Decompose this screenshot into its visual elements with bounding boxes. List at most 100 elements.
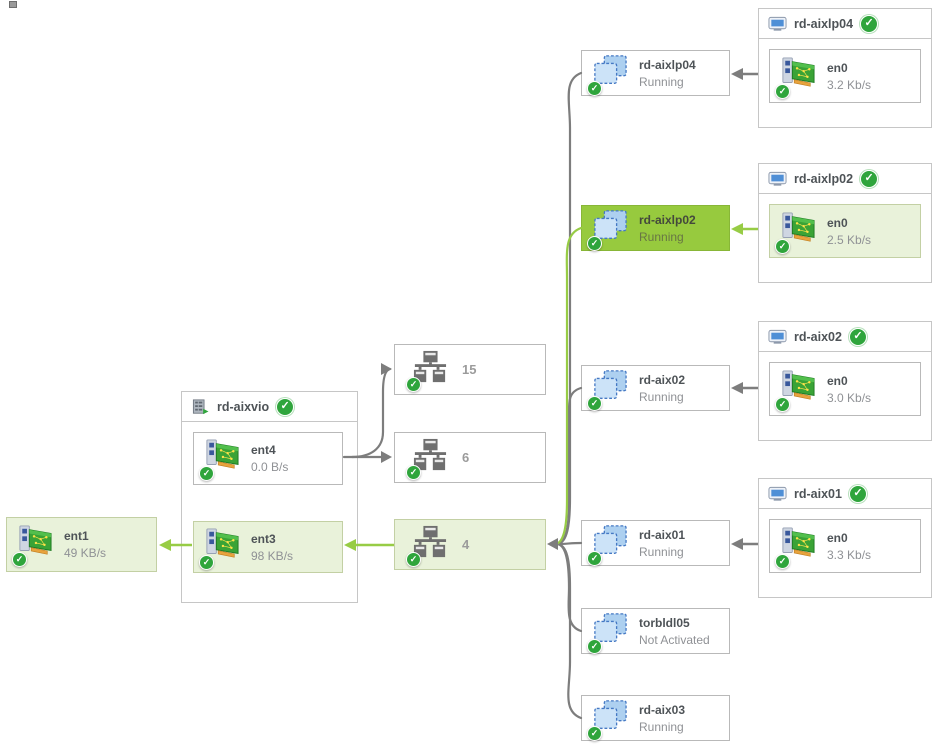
status-ok-icon bbox=[587, 395, 602, 411]
stray-toolbar-icon bbox=[9, 1, 17, 8]
network-node-4[interactable]: 4 bbox=[394, 519, 546, 570]
partition-name: rd-aix03 bbox=[639, 702, 686, 717]
status-ok-icon bbox=[775, 238, 790, 254]
host-header[interactable]: rd-aixlp02 bbox=[759, 164, 931, 194]
status-ok-icon bbox=[587, 725, 602, 741]
network-label: 15 bbox=[462, 362, 477, 377]
nic-icon bbox=[199, 439, 241, 481]
status-ok-icon bbox=[860, 169, 879, 188]
status-ok-icon bbox=[775, 553, 790, 569]
host-container-rd-aixlp04: rd-aixlp04 en0 3.2 Kb/s bbox=[758, 8, 932, 128]
adapter-rate: 2.5 Kb/s bbox=[827, 232, 872, 247]
status-ok-icon bbox=[587, 638, 602, 654]
adapter-node-ent4[interactable]: ent4 0.0 B/s bbox=[193, 432, 343, 485]
partition-node-torbldl05[interactable]: torbldl05 Not Activated bbox=[581, 608, 730, 654]
status-ok-icon bbox=[199, 554, 214, 570]
status-ok-icon bbox=[860, 14, 879, 33]
host-header[interactable]: rd-aix01 bbox=[759, 479, 931, 509]
partition-name: rd-aixlp02 bbox=[639, 212, 696, 227]
adapter-node-ent1[interactable]: ent1 49 KB/s bbox=[6, 517, 157, 572]
partition-status: Not Activated bbox=[639, 632, 710, 647]
partition-node-rd-aixlp04[interactable]: rd-aixlp04 Running bbox=[581, 50, 730, 96]
adapter-name: ent4 bbox=[251, 443, 276, 457]
partition-icon bbox=[587, 369, 629, 411]
host-title: rd-aix02 bbox=[794, 329, 842, 344]
adapter-node-en0[interactable]: en0 2.5 Kb/s bbox=[769, 204, 921, 258]
network-label: 4 bbox=[462, 537, 470, 552]
partition-status: Running bbox=[639, 544, 684, 559]
status-ok-icon bbox=[587, 235, 602, 251]
host-container-rd-aix01: rd-aix01 en0 3.3 Kb/s bbox=[758, 478, 932, 598]
status-ok-icon bbox=[848, 327, 867, 346]
partition-icon bbox=[587, 699, 629, 741]
adapter-name: en0 bbox=[827, 373, 848, 388]
partition-node-rd-aixlp02[interactable]: rd-aixlp02 Running bbox=[581, 205, 730, 251]
adapter-node-en0[interactable]: en0 3.2 Kb/s bbox=[769, 49, 921, 103]
network-icon bbox=[406, 438, 450, 480]
arrowhead-into-network-4 bbox=[547, 538, 558, 550]
host-header[interactable]: rd-aix02 bbox=[759, 322, 931, 352]
network-node-15[interactable]: 15 bbox=[394, 344, 546, 395]
status-ok-icon bbox=[775, 83, 790, 99]
host-header[interactable]: rd-aixlp04 bbox=[759, 9, 931, 39]
vio-container-rd-aixvio: rd-aixvio ent4 0.0 B/s ent3 98 KB/s bbox=[181, 391, 358, 603]
nic-icon bbox=[199, 528, 241, 570]
partition-status: Running bbox=[639, 74, 684, 89]
adapter-name: en0 bbox=[827, 60, 848, 75]
status-ok-icon bbox=[406, 552, 421, 567]
partition-icon bbox=[587, 209, 629, 251]
status-ok-icon bbox=[406, 377, 421, 392]
nic-icon bbox=[775, 527, 817, 569]
partition-icon bbox=[587, 524, 629, 566]
partition-node-rd-aix03[interactable]: rd-aix03 Running bbox=[581, 695, 730, 741]
adapter-node-en0[interactable]: en0 3.3 Kb/s bbox=[769, 519, 921, 573]
status-ok-icon bbox=[775, 396, 790, 412]
adapter-rate: 3.2 Kb/s bbox=[827, 77, 872, 92]
network-node-6[interactable]: 6 bbox=[394, 432, 546, 483]
adapter-name: en0 bbox=[827, 530, 848, 545]
network-icon bbox=[406, 525, 450, 567]
partition-status: Running bbox=[639, 719, 684, 734]
adapter-node-en0[interactable]: en0 3.0 Kb/s bbox=[769, 362, 921, 416]
status-ok-icon bbox=[199, 466, 214, 481]
computer-icon bbox=[768, 171, 787, 187]
network-icon bbox=[406, 350, 450, 392]
vio-title: rd-aixvio bbox=[217, 399, 270, 414]
computer-icon bbox=[768, 486, 787, 502]
vio-header[interactable]: rd-aixvio bbox=[182, 392, 357, 422]
adapter-name: ent1 bbox=[64, 529, 89, 543]
status-ok-icon bbox=[587, 80, 602, 96]
host-title: rd-aixlp04 bbox=[794, 16, 854, 31]
host-title: rd-aix01 bbox=[794, 486, 842, 501]
nic-icon bbox=[775, 370, 817, 412]
partition-name: rd-aix02 bbox=[639, 372, 686, 387]
nic-icon bbox=[775, 57, 817, 99]
status-ok-icon bbox=[587, 550, 602, 566]
partition-icon bbox=[587, 54, 629, 96]
partition-name: rd-aixlp04 bbox=[639, 57, 696, 72]
status-ok-icon bbox=[848, 484, 867, 503]
partition-name: rd-aix01 bbox=[639, 527, 686, 542]
computer-icon bbox=[768, 329, 787, 345]
host-container-rd-aix02: rd-aix02 en0 3.0 Kb/s bbox=[758, 321, 932, 441]
adapter-rate: 98 KB/s bbox=[251, 548, 294, 563]
nic-icon bbox=[775, 212, 817, 254]
host-title: rd-aixlp02 bbox=[794, 171, 854, 186]
partition-node-rd-aix02[interactable]: rd-aix02 Running bbox=[581, 365, 730, 411]
status-ok-icon bbox=[12, 552, 27, 567]
adapter-node-ent3[interactable]: ent3 98 KB/s bbox=[193, 521, 343, 573]
partition-name: torbldl05 bbox=[639, 615, 690, 630]
partition-node-rd-aix01[interactable]: rd-aix01 Running bbox=[581, 520, 730, 566]
adapter-name: en0 bbox=[827, 215, 848, 230]
partition-icon bbox=[587, 612, 629, 654]
adapter-rate: 49 KB/s bbox=[64, 546, 107, 560]
partition-status: Running bbox=[639, 229, 684, 244]
status-ok-icon bbox=[276, 397, 295, 416]
adapter-rate: 0.0 B/s bbox=[251, 460, 289, 474]
host-container-rd-aixlp02: rd-aixlp02 en0 2.5 Kb/s bbox=[758, 163, 932, 283]
network-label: 6 bbox=[462, 450, 470, 465]
server-rack-icon bbox=[191, 399, 210, 415]
computer-icon bbox=[768, 16, 787, 32]
partition-status: Running bbox=[639, 389, 684, 404]
